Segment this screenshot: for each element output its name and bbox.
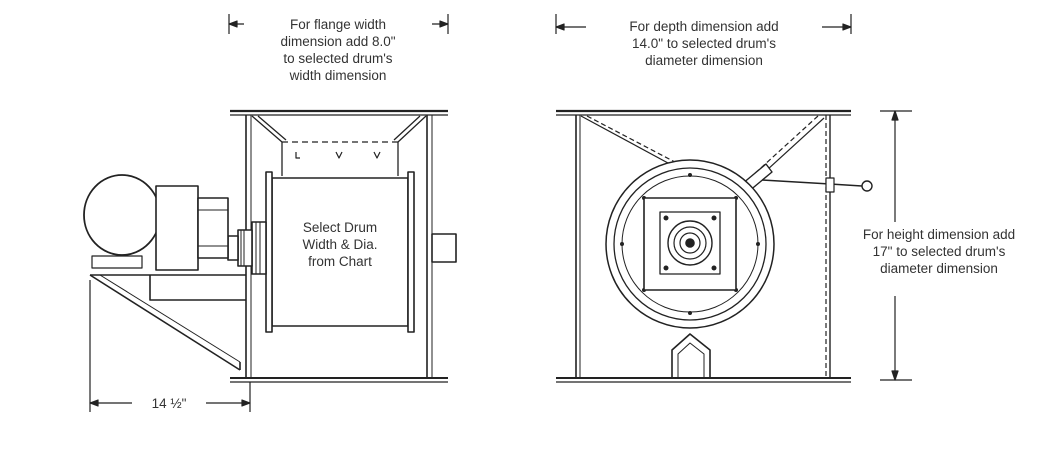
base-dimension-value: 14 ½": [151, 396, 187, 411]
depth-note-line-3: diameter dimension: [645, 53, 763, 68]
adjustment-gate: [741, 163, 873, 193]
height-note: For height dimension add 17" to selected…: [832, 226, 1046, 277]
flange-note-line-1: For flange width: [244, 16, 432, 33]
motor: [83, 174, 229, 271]
drum-select-note: Select Drum Width & Dia. from Chart: [280, 219, 400, 270]
height-note-line-3: diameter dimension: [832, 260, 1046, 277]
hopper: [251, 115, 427, 176]
front-housing-walls: [575, 115, 831, 378]
drive-shaft: [227, 221, 267, 275]
front-view: [555, 14, 912, 383]
shaft-end: [431, 233, 457, 263]
drum-note-line-1: Select Drum: [302, 220, 378, 235]
height-note-line-1: For height dimension add: [832, 226, 1046, 243]
depth-note: For depth dimension add 14.0" to selecte…: [586, 18, 822, 69]
base-dimension-label: 14 ½": [132, 395, 206, 412]
bearing-plate: [643, 197, 737, 291]
flange-width-note: For flange width dimension add 8.0" to s…: [244, 16, 432, 84]
flange-note-line-3: to selected drum's: [283, 51, 393, 66]
drum-note-line-2: Width & Dia.: [302, 237, 378, 252]
motor-bracket: [89, 274, 246, 371]
flange-note-line-2: dimension add 8.0": [280, 34, 396, 49]
height-dimension-line: [880, 110, 912, 381]
depth-note-line-2: 14.0" to selected drum's: [632, 36, 776, 51]
base-dimension-line: [89, 280, 251, 412]
flange-note-line-4: width dimension: [289, 68, 387, 83]
bottom-flange: [230, 377, 448, 383]
height-note-line-2: 17" to selected drum's: [832, 243, 1046, 260]
top-flange: [230, 109, 448, 116]
side-view: [83, 14, 457, 412]
depth-note-line-1: For depth dimension add: [586, 18, 822, 35]
drum-note-line-3: from Chart: [308, 254, 372, 269]
outlet-chute: [671, 333, 711, 378]
drum-body: [265, 171, 415, 333]
